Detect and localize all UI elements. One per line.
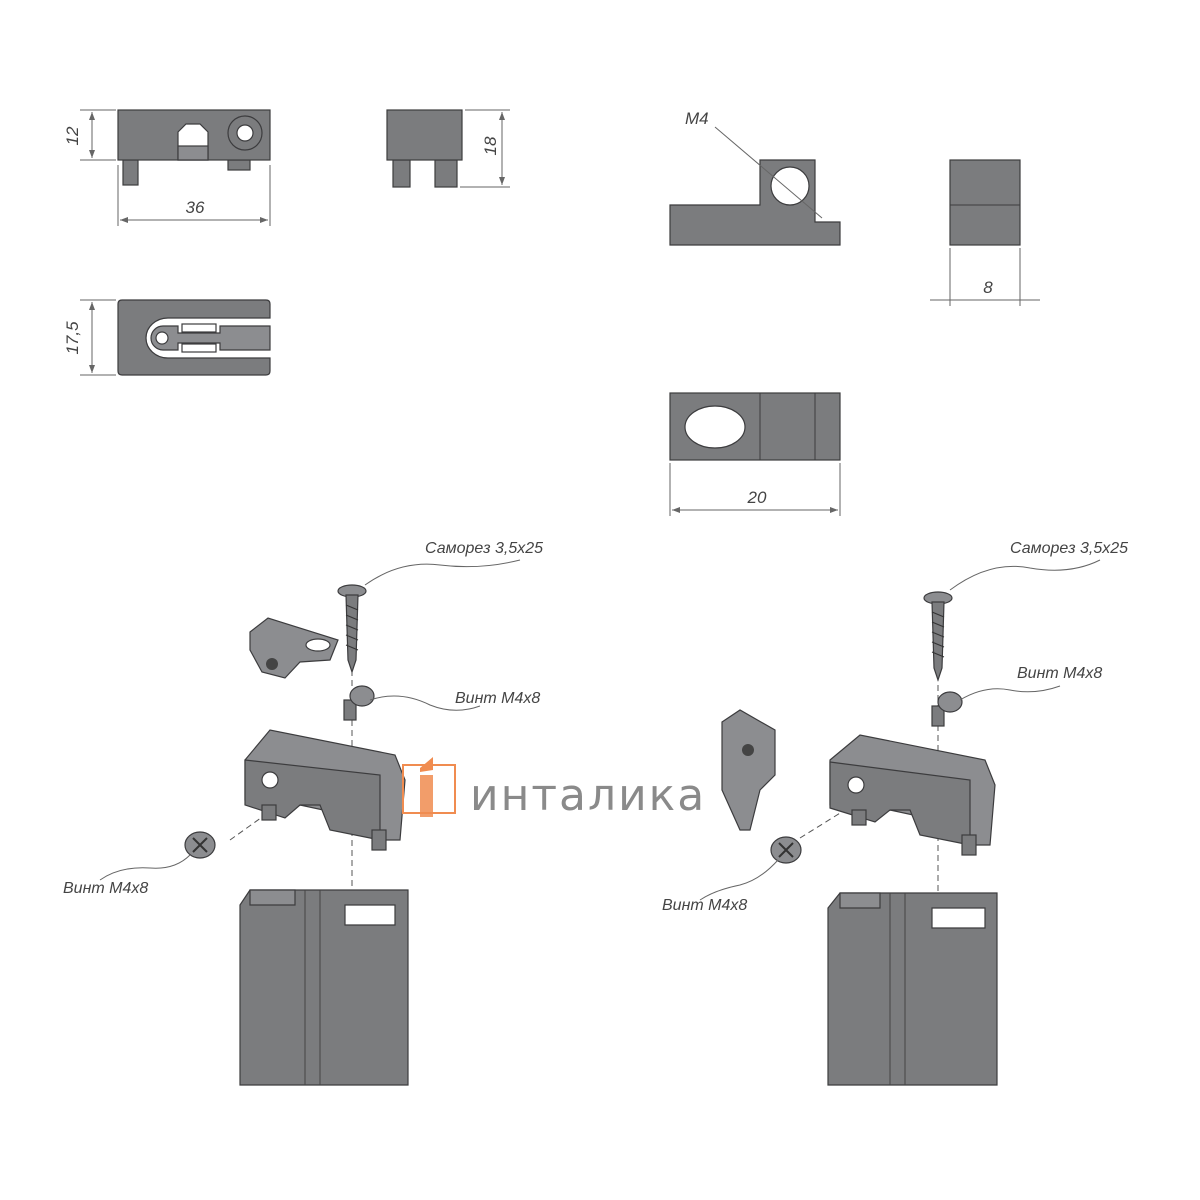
part-a-front-view (117, 109, 271, 186)
svg-text:18: 18 (481, 136, 500, 155)
bolt-icon (184, 831, 216, 859)
bolt-icon (770, 836, 802, 864)
part-b-side-view (949, 159, 1021, 246)
label-bolt-right-top: Винт M4x8 (1017, 665, 1102, 682)
part-a-side-view (386, 109, 463, 188)
part-a-top-view (117, 299, 271, 376)
right-assembly (721, 591, 998, 1086)
dimension-18: 18 (460, 109, 510, 188)
intalika-logo: инталика (402, 757, 706, 821)
bolt-icon (343, 685, 375, 721)
logo-text: инталика (470, 770, 706, 821)
svg-text:20: 20 (747, 488, 767, 507)
dimension-12: 12 (63, 109, 116, 161)
part-b-front-view: M4 (669, 109, 841, 246)
dimension-8: 8 (930, 248, 1040, 306)
svg-text:8: 8 (983, 278, 993, 297)
svg-text:17,5: 17,5 (63, 321, 82, 355)
svg-text:12: 12 (63, 126, 82, 145)
label-bolt-left-top: Винт M4x8 (455, 690, 540, 707)
screw-icon (337, 584, 367, 674)
bolt-icon (931, 691, 963, 727)
label-bolt-right-side: Винт M4x8 (662, 897, 747, 914)
dimension-17-5: 17,5 (63, 299, 116, 376)
part-b-bottom-view (669, 392, 841, 461)
label-bolt-left-side: Винт M4x8 (63, 880, 148, 897)
dimension-20: 20 (669, 463, 841, 516)
screw-icon (923, 591, 953, 682)
left-assembly (184, 584, 409, 1086)
svg-text:M4: M4 (685, 109, 709, 128)
callouts: Саморез 3,5x25 Винт M4x8 Винт M4x8 Самор… (63, 540, 1128, 914)
svg-text:36: 36 (186, 198, 205, 217)
dimension-36: 36 (117, 165, 271, 226)
label-screw-left: Саморез 3,5x25 (425, 540, 543, 557)
label-screw-right: Саморез 3,5x25 (1010, 540, 1128, 557)
